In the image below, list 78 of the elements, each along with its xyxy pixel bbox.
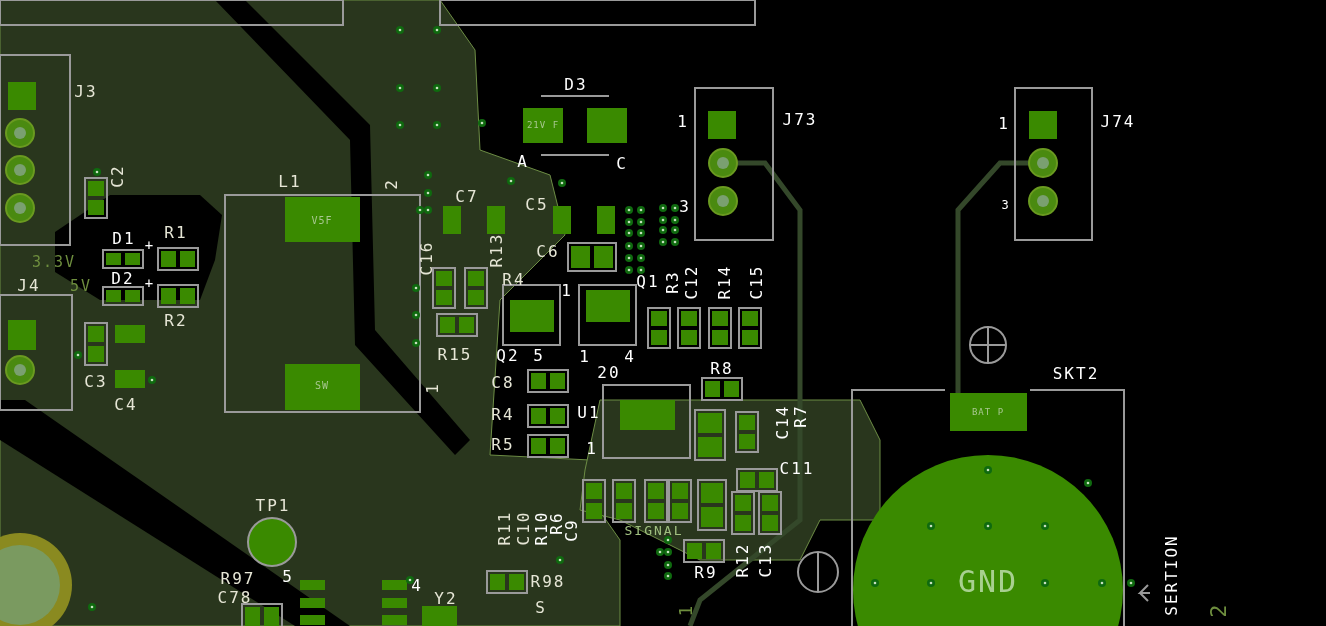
pin-number: 4 — [411, 578, 423, 594]
reference-designator: C6 — [536, 244, 560, 260]
reference-designator: C11 — [779, 461, 815, 477]
reference-designator: R4 — [502, 272, 526, 288]
reference-designator: Y2 — [434, 591, 458, 607]
reference-designator: C78 — [217, 590, 253, 606]
pin-label: S — [535, 600, 547, 616]
reference-designator: J74 — [1100, 114, 1136, 130]
reference-designator: J4 — [17, 278, 41, 294]
reference-designator: R8 — [710, 361, 734, 377]
polarity-mark: + — [144, 238, 156, 252]
reference-designator: R14 — [717, 264, 733, 300]
reference-designator: C2 — [110, 164, 126, 188]
reference-designator: C12 — [684, 264, 700, 300]
pad-label: SW — [315, 381, 329, 391]
pin-label: C — [616, 156, 628, 172]
reference-designator: R97 — [220, 571, 256, 587]
net-label: GND — [957, 567, 1019, 597]
reference-designator: C5 — [525, 197, 549, 213]
pin-number: 1 — [579, 349, 591, 365]
pin-number: 1 — [561, 283, 573, 299]
reference-designator: R12 — [735, 542, 751, 578]
net-label: 3.3V — [31, 254, 77, 270]
reference-designator: R13 — [489, 232, 505, 268]
reference-designator: C4 — [114, 397, 138, 413]
reference-designator: TP1 — [255, 498, 291, 514]
pad-label: 21V F — [526, 120, 560, 130]
net-label: SIGNAL — [624, 523, 684, 537]
reference-designator: C15 — [749, 264, 765, 300]
reference-designator: D3 — [564, 77, 588, 93]
pin-number: 1 — [425, 382, 441, 394]
pin-number: 5 — [533, 348, 545, 364]
reference-designator: C14 — [775, 404, 791, 440]
pin-number: 1 — [586, 441, 598, 457]
reference-designator: J73 — [782, 112, 818, 128]
reference-designator: R5 — [491, 437, 515, 453]
reference-designator: Q2 — [496, 348, 520, 364]
reference-designator: C8 — [491, 375, 515, 391]
reference-designator: R3 — [665, 270, 681, 294]
reference-designator: R15 — [437, 347, 473, 363]
reference-designator: SKT2 — [1052, 366, 1100, 382]
pin-number: 5 — [282, 569, 294, 585]
reference-designator: D1 — [112, 231, 136, 247]
reference-designator: R10 — [534, 510, 550, 546]
reference-designator: R6 — [549, 511, 565, 535]
reference-designator: U1 — [577, 405, 601, 421]
pin-label: A — [517, 154, 529, 170]
reference-designator: R1 — [164, 225, 188, 241]
pin-number: 2 — [1208, 602, 1230, 618]
pin-number: 3 — [1001, 199, 1011, 211]
pin-number: 2 — [384, 178, 400, 190]
pin-number: 1 — [998, 116, 1010, 132]
polarization-note: SERTION — [1164, 534, 1180, 616]
pin-number: 3 — [679, 199, 691, 215]
reference-designator: R11 — [497, 510, 513, 546]
reference-designator: R7 — [793, 404, 809, 428]
pin-number: 1 — [677, 114, 689, 130]
reference-designator: J3 — [74, 84, 98, 100]
reference-designator: Q1 — [636, 274, 660, 290]
reference-designator: C7 — [455, 189, 479, 205]
pad-label: V5F — [311, 216, 333, 226]
reference-designator: R2 — [164, 313, 188, 329]
reference-designator: R4 — [491, 407, 515, 423]
pin-number: 1 — [677, 603, 695, 617]
polarity-mark: + — [144, 276, 156, 290]
pad-label: BAT P — [971, 407, 1005, 417]
pin-number: 20 — [597, 365, 621, 381]
reference-designator: L1 — [278, 174, 302, 190]
reference-designator: D2 — [111, 271, 135, 287]
reference-designator: R98 — [530, 574, 566, 590]
pin-number: 4 — [624, 349, 636, 365]
reference-designator: R9 — [694, 565, 718, 581]
reference-designator: C9 — [564, 518, 580, 542]
net-label: 5V — [69, 278, 93, 294]
reference-designator: C10 — [516, 510, 532, 546]
reference-designator: C16 — [419, 240, 435, 276]
reference-designator: C13 — [758, 542, 774, 578]
reference-designator: C3 — [84, 374, 108, 390]
